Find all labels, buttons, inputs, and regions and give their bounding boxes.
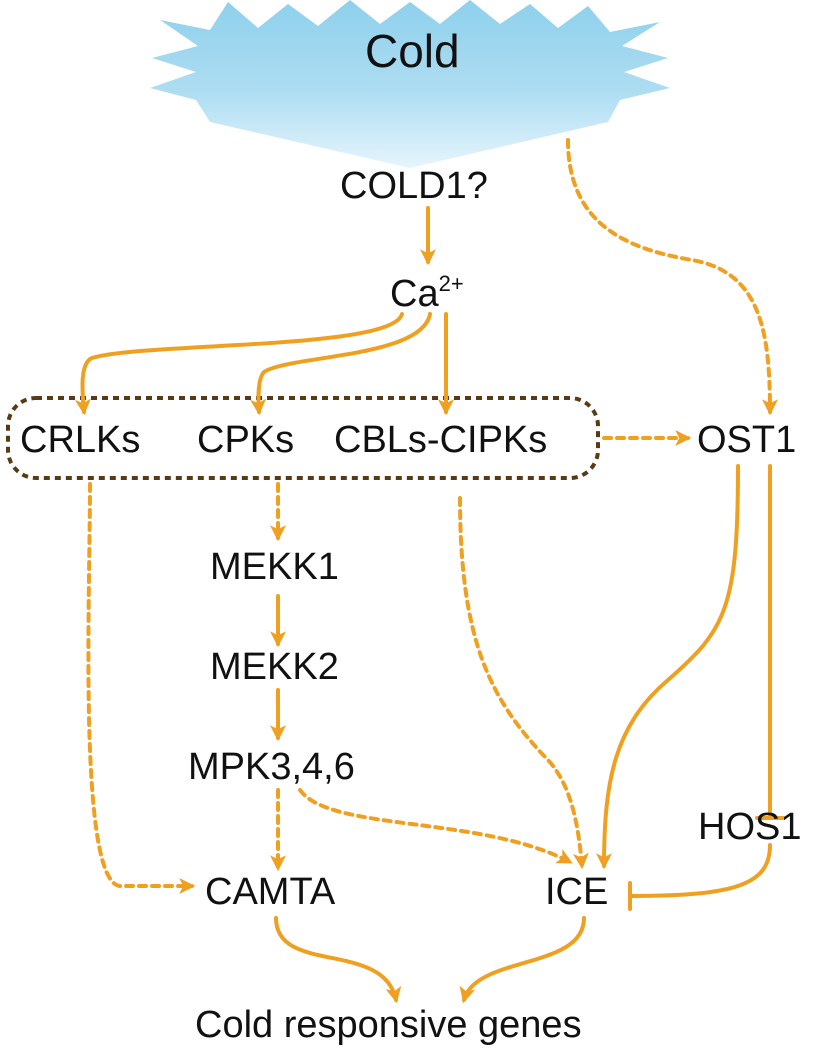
node-ice: ICE [545,871,609,913]
node-cbls-cipks: CBLs-CIPKs [334,419,548,461]
node-cpks: CPKs [197,419,295,461]
node-mekk1: MEKK1 [210,546,339,588]
arrow-camta-to-genes [274,916,402,1004]
node-ost1: OST1 [697,419,797,461]
node-cold-responsive-genes: Cold responsive genes [195,1004,582,1046]
arrow-ca-to-cpks [250,312,432,416]
arrow-ca-to-crlks [74,312,404,416]
calcium-charge-label: 2+ [438,271,464,296]
node-camta: CAMTA [205,871,336,913]
node-crlks: CRLKs [20,419,141,461]
calcium-base-label: Ca [390,273,439,315]
inhibit-hos1-to-ice [628,843,772,898]
cold-burst-shape [150,0,670,168]
arrow-crlks-to-camta [86,482,196,894]
kinase-group-box [6,396,600,480]
node-cold1: COLD1? [340,165,488,207]
arrow-ice-to-genes [459,916,586,1004]
arrow-cbls-to-ice [458,496,589,870]
arrow-cold-to-ost1 [566,138,778,416]
cold-title: Cold [365,25,460,77]
arrow-mpk-to-ice [298,788,573,864]
node-calcium: Ca2+ [390,273,464,315]
node-mpk: MPK3,4,6 [188,746,355,788]
arrow-ost1-to-ice [596,464,740,870]
node-mekk2: MEKK2 [210,646,339,688]
node-hos1: HOS1 [698,806,802,848]
